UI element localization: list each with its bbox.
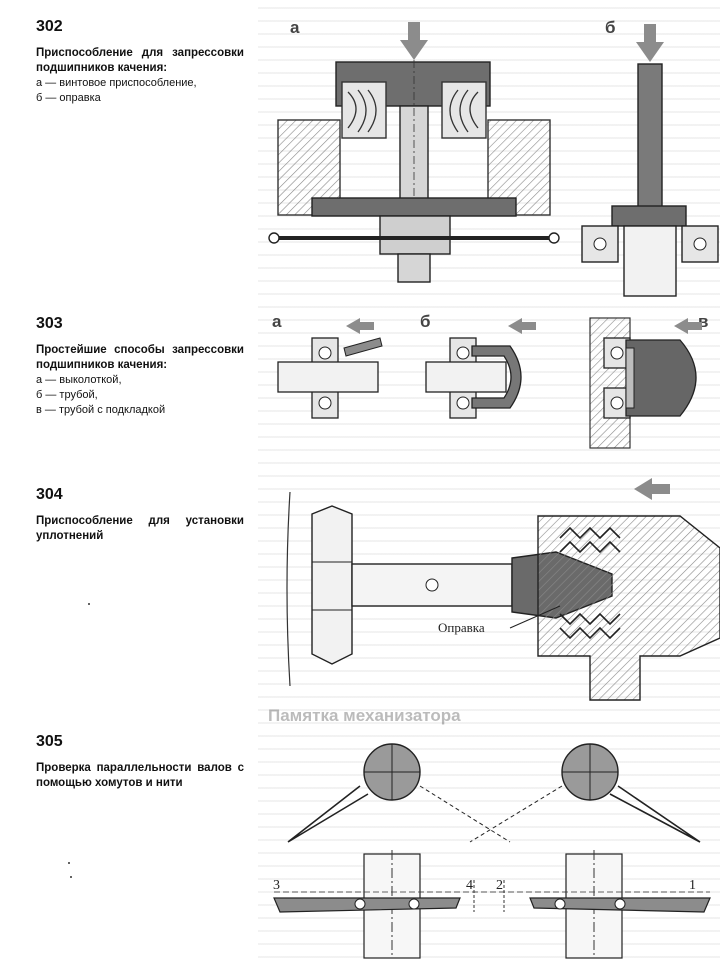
figure-title: Простейшие способы запрессовки подшипник… xyxy=(36,344,244,371)
seal-lips-top xyxy=(559,526,621,554)
print-speck xyxy=(88,603,90,605)
drift-punch xyxy=(343,337,383,357)
print-speck xyxy=(70,876,72,878)
hex-nut xyxy=(311,505,353,665)
figure-303-drawing xyxy=(277,317,702,449)
variant-label-b: б xyxy=(420,312,431,331)
clamp-left xyxy=(273,897,461,913)
clamp-arm xyxy=(287,785,369,843)
figure-legend-line: в — трубой с подкладкой xyxy=(36,404,166,416)
mandrel-collar xyxy=(611,205,687,227)
screw-nut xyxy=(379,215,451,255)
seal-housing xyxy=(537,515,720,701)
press-arrow-icon xyxy=(674,318,702,334)
press-arrow-icon xyxy=(636,24,664,62)
caption-303: 303 Простейшие способы запрессовки подши… xyxy=(36,315,244,418)
figure-title: Проверка параллельности валов с помощью … xyxy=(36,762,244,789)
bearing-left xyxy=(341,81,387,139)
mandrel-callout: Оправка xyxy=(438,620,485,635)
background-heading: Памятка механизатора xyxy=(268,706,461,725)
mandrel-rod xyxy=(637,63,663,215)
figure-number: 302 xyxy=(36,18,63,35)
pipe-with-pad xyxy=(625,339,697,417)
figure-legend-line: а — винтовое приспособление, xyxy=(36,77,197,89)
figure-305-drawing xyxy=(273,743,711,959)
variant-label-a: а xyxy=(272,312,282,331)
press-arrow-icon xyxy=(346,318,374,334)
point-label-4: 4 xyxy=(466,878,473,893)
press-arrow-icon xyxy=(508,318,536,334)
press-arrow-icon xyxy=(634,478,670,500)
variant-label-v: в xyxy=(698,312,709,331)
figure-number: 303 xyxy=(36,315,63,332)
clamp-arm xyxy=(609,785,701,843)
caption-304: 304 Приспособление для установки уплотне… xyxy=(36,486,244,544)
figure-302-drawing xyxy=(268,22,719,297)
point-label-3: 3 xyxy=(273,878,280,893)
variant-label-a: а xyxy=(290,18,300,37)
base-plate xyxy=(311,197,517,217)
figure-number: 304 xyxy=(36,486,63,503)
point-label-1: 1 xyxy=(689,878,696,893)
figure-304-drawing xyxy=(286,478,720,701)
caption-305: 305 Проверка параллельности валов с помо… xyxy=(36,733,244,791)
figure-title: Приспособление для запрессовки подшипник… xyxy=(36,47,244,74)
bearing-right xyxy=(441,81,487,139)
figure-legend-line: а — выколоткой, xyxy=(36,374,122,386)
figure-number: 305 xyxy=(36,733,63,750)
variant-label-b: б xyxy=(605,18,616,37)
print-speck xyxy=(68,862,70,864)
seal-lips-bottom xyxy=(559,612,621,640)
point-label-2: 2 xyxy=(496,878,503,893)
figure-title: Приспособление для установки уплотнений xyxy=(36,515,244,542)
press-arrow-icon xyxy=(400,22,428,60)
figure-legend-line: б — оправка xyxy=(36,92,101,104)
pipe xyxy=(471,345,522,409)
shaft xyxy=(277,361,379,393)
figure-legend-line: б — трубой, xyxy=(36,389,98,401)
caption-302: 302 Приспособление для запрессовки подши… xyxy=(36,18,244,106)
shaft xyxy=(623,225,677,297)
